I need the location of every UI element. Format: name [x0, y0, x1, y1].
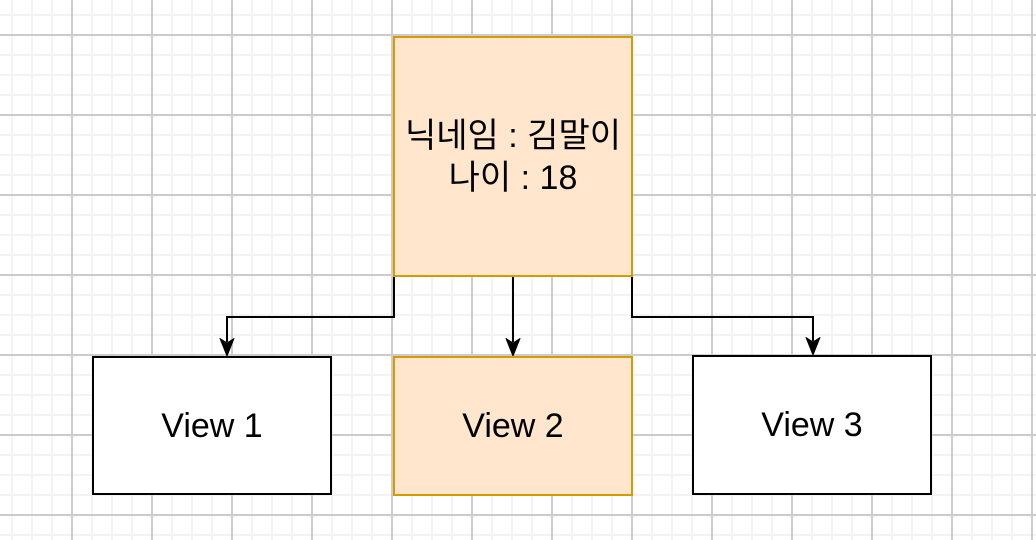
node-view3-label: View 3: [761, 406, 863, 444]
node-view1[interactable]: View 1: [92, 356, 332, 495]
node-view1-label: View 1: [161, 406, 263, 445]
node-parent[interactable]: 닉네임 : 김말이 나이 : 18: [393, 36, 633, 277]
edge-parent-to-view2[interactable]: [505, 277, 521, 357]
arrowhead-down-icon: [805, 337, 821, 356]
arrowhead-down-icon: [219, 338, 235, 357]
edge-parent-to-view1[interactable]: [219, 277, 395, 357]
node-parent-label: 닉네임 : 김말이 나이 : 18: [405, 115, 621, 199]
node-parent-line2: 나이 : 18: [448, 158, 578, 197]
node-view3[interactable]: View 3: [692, 355, 932, 495]
edge-parent-to-view3[interactable]: [631, 277, 821, 356]
edge-line: [631, 277, 814, 341]
node-view2[interactable]: View 2: [393, 356, 633, 496]
node-view2-label: View 2: [462, 407, 564, 445]
arrowhead-down-icon: [505, 338, 521, 357]
node-parent-line1: 닉네임 : 김말이: [404, 116, 622, 155]
edge-line: [226, 277, 395, 342]
